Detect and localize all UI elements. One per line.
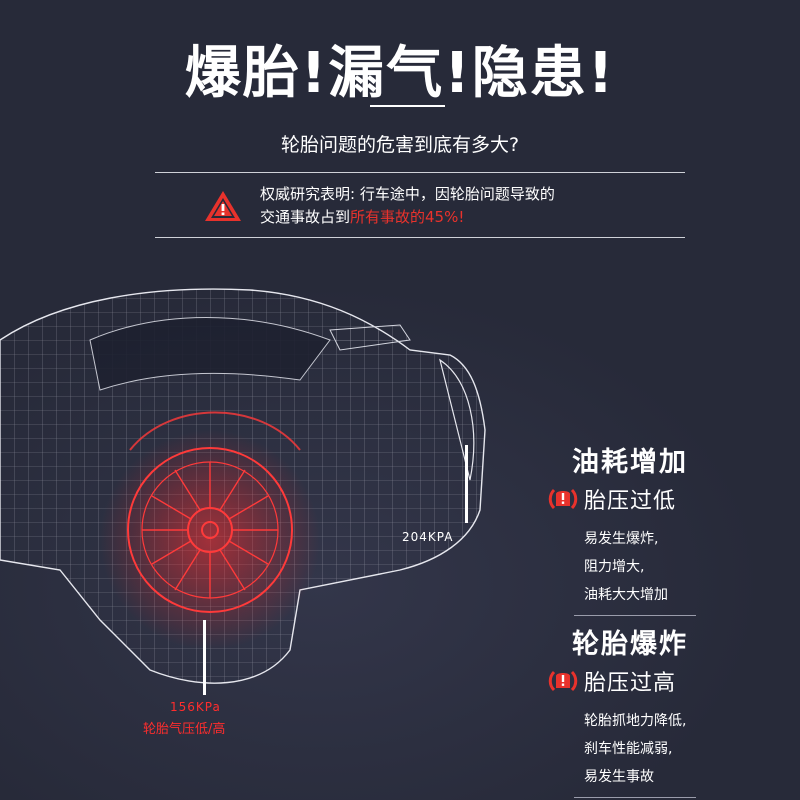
panel-status: 胎压过高: [548, 665, 798, 697]
car-wireframe: [0, 288, 486, 684]
headline: 爆胎!漏气!隐患!: [184, 41, 616, 106]
panel-divider: [574, 797, 696, 798]
panel-line: 油耗大大增加: [584, 587, 668, 603]
headline-divider: [370, 105, 445, 107]
warning-line-1: 权威研究表明: 行车途中，因轮胎问题导致的: [260, 185, 555, 203]
panel-description: 轮胎抓地力降低, 刹车性能减弱, 易发生事故: [584, 707, 798, 791]
panel-line: 阻力增大,: [584, 559, 645, 575]
panel-line: 轮胎抓地力降低,: [584, 713, 687, 729]
panel-line: 易发生爆炸,: [584, 531, 659, 547]
info-panel-high-pressure: 轮胎爆炸 胎压过高 轮胎抓地力降低, 刹车性能减弱, 易发生事故: [548, 622, 798, 798]
tpms-warning-icon: [548, 670, 578, 692]
rear-leader-line: [465, 445, 468, 523]
panel-status: 胎压过低: [548, 483, 798, 515]
front-wheel: [127, 411, 301, 613]
warning-line-2: 交通事故占到所有事故的45%!: [260, 206, 555, 229]
subheading: 轮胎问题的危害到底有多大?: [280, 134, 520, 156]
panel-description: 易发生爆炸, 阻力增大, 油耗大大增加: [584, 525, 798, 609]
info-panel-low-pressure: 油耗增加 胎压过低 易发生爆炸, 阻力增大, 油耗大大增加: [548, 440, 798, 616]
front-pressure-label: 156KPa: [170, 700, 221, 714]
warning-triangle-icon: [205, 191, 241, 221]
wheel-glow: [100, 430, 320, 650]
front-leader-line: [203, 620, 206, 695]
panel-status-text: 胎压过高: [584, 671, 677, 696]
panel-divider: [574, 615, 696, 616]
rear-wheel-arch: [439, 358, 475, 481]
panel-title: 油耗增加: [572, 447, 688, 478]
tpms-warning-icon: [548, 488, 578, 510]
panel-line: 易发生事故: [584, 769, 654, 785]
car-window: [89, 317, 331, 391]
warning-line-2-prefix: 交通事故占到: [260, 208, 351, 226]
warning-highlight: 所有事故的45%!: [350, 208, 465, 226]
panel-title: 轮胎爆炸: [572, 629, 688, 660]
rear-pressure-label: 204KPA: [402, 530, 454, 544]
side-mirror: [329, 324, 411, 351]
warning-text: 权威研究表明: 行车途中，因轮胎问题导致的 交通事故占到所有事故的45%!: [260, 183, 555, 229]
panel-line: 刹车性能减弱,: [584, 741, 673, 757]
panel-status-text: 胎压过低: [584, 489, 677, 514]
front-caption: 轮胎气压低/高: [143, 722, 226, 737]
warning-box: 权威研究表明: 行车途中，因轮胎问题导致的 交通事故占到所有事故的45%!: [155, 172, 685, 238]
